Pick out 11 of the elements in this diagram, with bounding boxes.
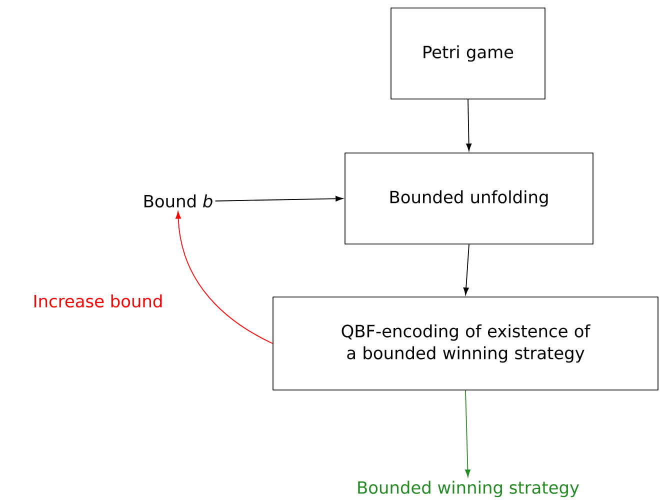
arrow xyxy=(465,390,470,477)
text-label: Bounded winning strategy xyxy=(358,480,580,498)
text-label: Bound b xyxy=(144,194,212,208)
arrow xyxy=(463,244,470,295)
process-box: Petri game xyxy=(390,8,546,100)
process-box: Bounded unfolding xyxy=(344,152,594,244)
arrow xyxy=(214,196,343,202)
process-box: QBF-encoding of existence of a bounded winning strategy xyxy=(272,296,658,390)
arrow xyxy=(466,98,472,151)
arrow xyxy=(176,211,274,344)
edge-label: Increase bound xyxy=(32,293,164,309)
